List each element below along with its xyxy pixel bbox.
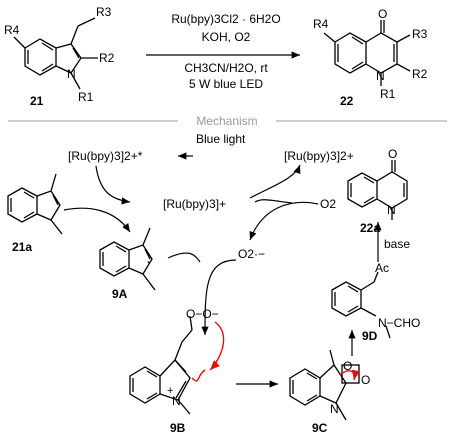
compound-9C-structure	[289, 349, 360, 421]
oxidation-arrow-21a	[63, 207, 131, 233]
base-label: base	[384, 237, 410, 251]
r4-label-21: R4	[4, 23, 20, 37]
reagent-line-3: CH3CN/H2O, rt	[184, 61, 268, 75]
o-label-22a: O	[388, 147, 397, 161]
n-label-9C: N	[330, 402, 339, 416]
ru-excited-label: [Ru(bpy)3]2+*	[68, 149, 143, 163]
plus-charge-9B: +	[167, 385, 173, 397]
compound-21a-structure	[7, 173, 63, 235]
compound-21-structure	[13, 17, 98, 90]
compound-9B-structure	[129, 315, 193, 415]
reagent-line-2: KOH, O2	[202, 30, 251, 44]
superoxide-label: O2·−	[238, 247, 265, 261]
radical-coupling-arrow	[167, 252, 201, 263]
compound-22a-structure	[347, 160, 408, 220]
o2-label: O2	[320, 197, 336, 211]
o2-reduction-arrow	[249, 201, 319, 241]
n-label-22: N	[376, 69, 385, 83]
n-plus-label-9B: N	[172, 394, 181, 408]
ru-ground-label: [Ru(bpy)3]2+	[284, 149, 354, 163]
compound-22a-label: 22a	[360, 221, 380, 235]
ru-quench-arrow	[95, 165, 131, 205]
coupling-arrow-down	[201, 259, 237, 336]
compound-9D-label: 9D	[362, 329, 378, 343]
n-label-21: N	[67, 67, 76, 81]
ru-reoxidation-arrow	[254, 199, 293, 204]
compound-22-structure	[323, 20, 411, 86]
compound-9B-label: 9B	[170, 421, 186, 435]
compound-22-label: 22	[340, 94, 354, 108]
r3-label-22: R3	[412, 27, 428, 41]
compound-9A-structure	[99, 227, 156, 291]
r1-label-22: R1	[380, 87, 396, 101]
curly-arrow-9B-b	[191, 369, 206, 382]
radical-dot-9A: ·	[146, 253, 151, 269]
o-label-22: O	[378, 7, 387, 21]
n-cho-label-9D: N−CHO	[378, 316, 420, 330]
compound-9C-label: 9C	[312, 421, 328, 435]
n-label-22a: N	[387, 203, 396, 217]
compound-9A-label: 9A	[112, 287, 128, 301]
ru-regeneration-arrow	[249, 164, 301, 199]
r3-label-21: R3	[96, 5, 112, 19]
reagent-line-4: 5 W blue LED	[189, 77, 263, 91]
ru-reduced-label: [Ru(bpy)3]+	[163, 197, 226, 211]
compound-21a-label: 21a	[12, 240, 32, 254]
mechanism-title: Mechanism	[196, 114, 257, 128]
r2-label-21: R2	[99, 51, 115, 65]
reagent-line-1: Ru(bpy)3Cl2 · 6H2O	[171, 12, 280, 26]
r4-label-22: R4	[313, 17, 329, 31]
compound-21-label: 21	[30, 94, 44, 108]
r1-label-21: R1	[78, 90, 94, 104]
peroxy-label-9B: O−O−	[186, 307, 219, 321]
curly-arrow-9C	[339, 369, 361, 381]
compound-9D-structure	[331, 271, 391, 339]
ac-label-9D: Ac	[375, 261, 389, 275]
o-label-9C-a: O	[343, 359, 352, 373]
blue-light-label: Blue light	[196, 132, 246, 146]
o-label-9C-b: O	[361, 373, 370, 387]
r2-label-22: R2	[412, 67, 428, 81]
curly-arrow-9B-a	[209, 321, 225, 371]
